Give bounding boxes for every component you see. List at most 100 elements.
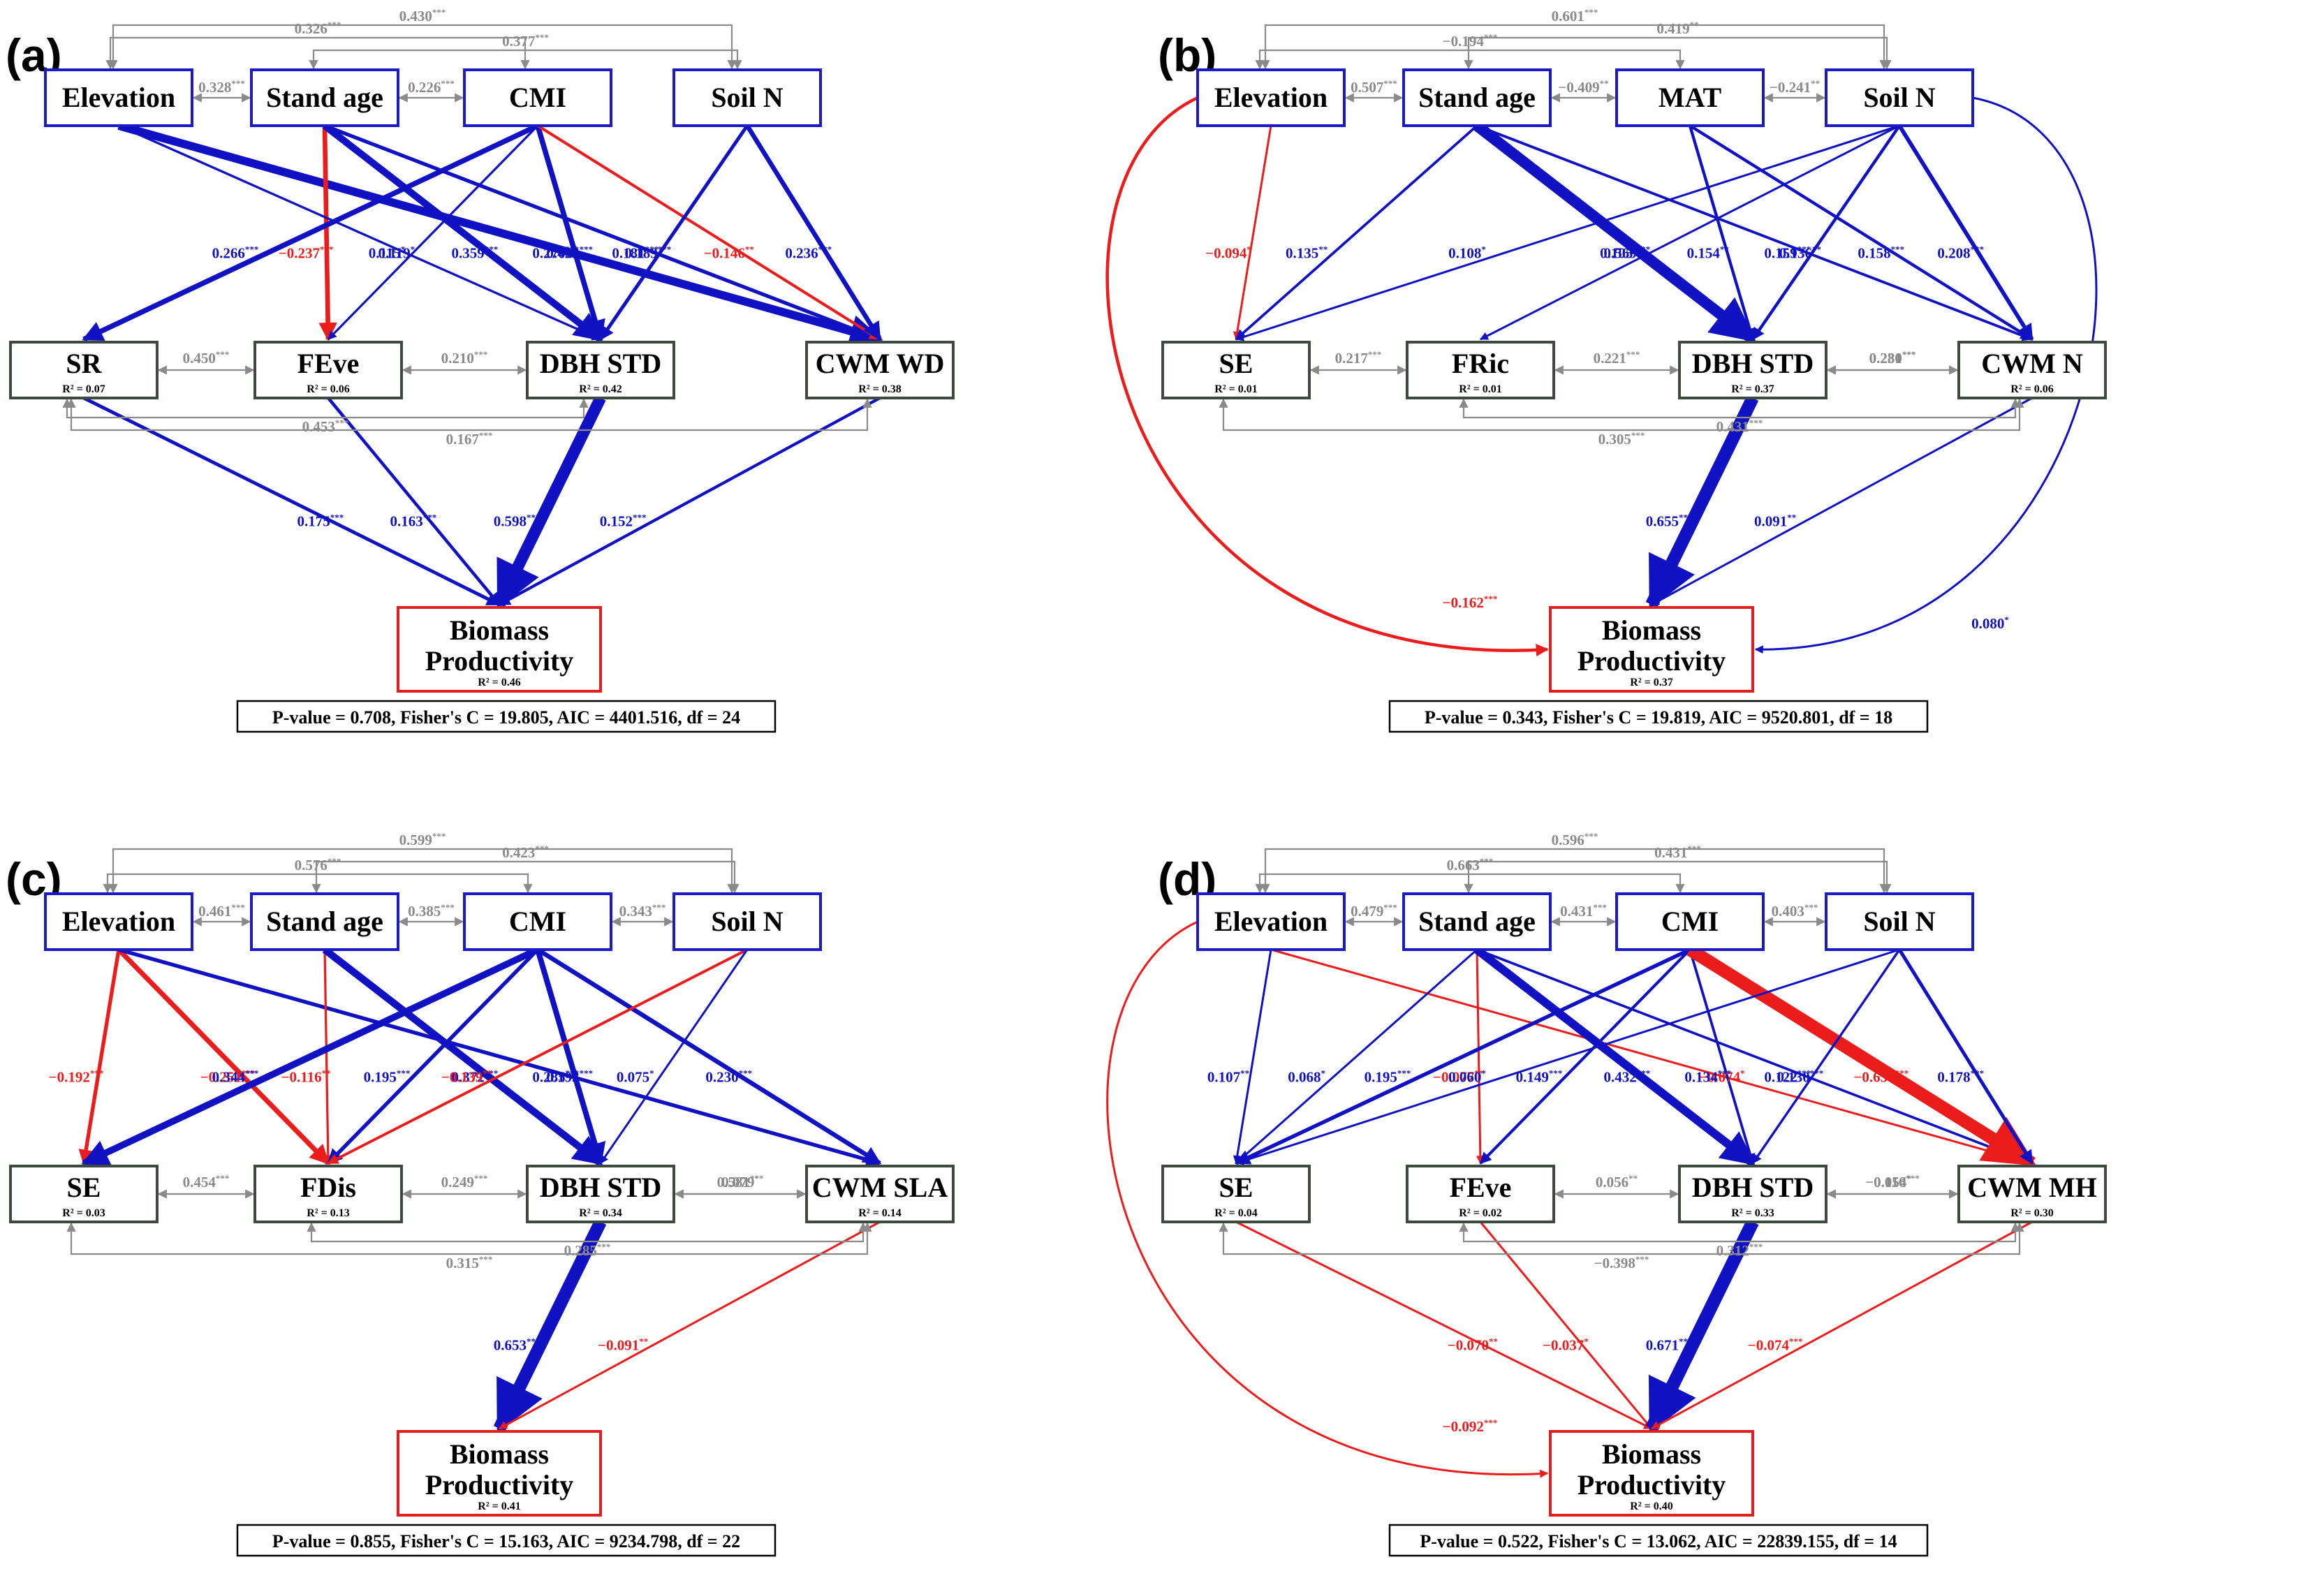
coefficient-layer: 0.479***0.431***0.403***0.663***0.431***… <box>1207 831 1984 1435</box>
node-box <box>526 341 675 399</box>
path-arrow <box>1751 124 1901 341</box>
path-arrow <box>117 121 883 348</box>
node-label: Soil N <box>1863 906 1935 937</box>
node-box <box>463 892 612 951</box>
path-arrow <box>598 124 749 341</box>
path-coefficient: 0.119* <box>378 244 415 262</box>
node-box <box>9 341 159 399</box>
path-arrow <box>327 948 748 1165</box>
node-elevation: Elevation <box>1196 68 1346 127</box>
path-coefficient: 0.136** <box>1779 244 1821 262</box>
node-label: FEve <box>297 348 360 379</box>
node-label: Elevation <box>62 906 175 937</box>
path-coefficient: −0.192*** <box>49 1068 104 1086</box>
node-cmi: CMI <box>463 68 612 127</box>
covariance-label: 0.167*** <box>446 430 493 448</box>
covariance-layer <box>62 24 872 432</box>
node-box <box>397 1430 602 1517</box>
path-coefficient: 0.359*** <box>452 244 499 262</box>
node-label: FDis <box>300 1172 356 1203</box>
node-label: Soil N <box>711 906 783 937</box>
path-arrow <box>118 124 602 341</box>
covariance-arrow <box>1219 398 2024 432</box>
path-coefficient: 0.569*** <box>1604 244 1651 262</box>
fit-text: P-value = 0.855, Fisher's C = 15.163, AI… <box>272 1531 740 1551</box>
node-box <box>253 341 403 399</box>
node-box <box>1615 68 1765 127</box>
covariance-arrow <box>307 1222 868 1243</box>
path-coefficient: −0.070** <box>1448 1336 1498 1354</box>
path-coefficient: 0.154** <box>1687 244 1729 262</box>
fit-statistics: P-value = 0.855, Fisher's C = 15.163, AI… <box>236 1524 777 1557</box>
node-box <box>250 892 399 951</box>
node-r2: R² = 0.38 <box>858 383 901 395</box>
path-arrow <box>327 397 501 606</box>
path-coefficient: −0.139** <box>441 1068 492 1086</box>
covariance-label: −0.241** <box>1770 78 1820 96</box>
node-stand-age: Stand age <box>1402 68 1552 127</box>
path-coefficient: −0.074*** <box>1748 1336 1803 1354</box>
covariance-label: 0.431*** <box>1654 843 1701 861</box>
covariance-label: 0.403*** <box>1772 902 1818 920</box>
path-coefficient: 0.175*** <box>297 513 344 530</box>
covariance-arrow <box>1255 49 1685 70</box>
node-soil-n: Soil N <box>672 892 822 951</box>
node-elevation: Elevation <box>44 68 193 127</box>
node-r2: R² = 0.06 <box>2010 383 2053 395</box>
path-coefficient: 0.105* <box>1600 244 1638 262</box>
covariance-arrow <box>108 24 737 70</box>
path-coefficient: 0.152*** <box>600 513 647 530</box>
path-arrow <box>1235 124 1900 341</box>
path-coefficient: 0.432*** <box>1604 1068 1651 1086</box>
node-box <box>1957 1165 2107 1223</box>
node-soil-n: Soil N <box>1825 892 1974 951</box>
node-label: CWM SLA <box>812 1172 948 1203</box>
node-label: Stand age <box>1418 906 1536 937</box>
covariance-label: 0.221*** <box>1594 349 1640 367</box>
path-coefficient: 0.134*** <box>1684 1068 1731 1086</box>
path-arrow <box>1106 920 1549 1478</box>
node-label: DBH STD <box>1692 1172 1814 1203</box>
covariance-arrow <box>103 873 533 894</box>
path-layer <box>1106 920 2037 1478</box>
node-box <box>1402 892 1552 951</box>
path-coefficient: 0.270*** <box>532 244 579 262</box>
node-label: SR <box>66 348 102 379</box>
path-arrow <box>322 123 603 342</box>
node-box <box>1161 341 1311 399</box>
node-box <box>250 68 399 127</box>
node-box <box>463 68 612 127</box>
node-box <box>1402 68 1552 127</box>
node-box <box>9 1165 159 1223</box>
node-label: FEve <box>1450 1172 1512 1203</box>
node-box <box>1678 1165 1827 1223</box>
path-coefficient: −0.037* <box>1543 1336 1589 1354</box>
path-arrow <box>1235 1221 1653 1430</box>
covariance-label: 0.079* <box>721 1173 759 1190</box>
node-r2: R² = 0.13 <box>307 1207 349 1219</box>
path-coefficient: 0.655*** <box>1646 513 1693 530</box>
path-arrow <box>1897 124 2034 341</box>
covariance-arrow <box>1464 36 1892 70</box>
path-coefficient: 0.115* <box>369 244 406 262</box>
node-label: Stand age <box>1418 82 1536 113</box>
path-coefficient: 0.372*** <box>452 1068 499 1086</box>
path-arrow <box>1650 397 2033 606</box>
covariance-label: 0.430*** <box>399 7 446 24</box>
path-coefficient: −0.074* <box>1699 1068 1745 1086</box>
covariance-arrow <box>311 860 740 894</box>
covariance-arrow <box>1260 24 1889 70</box>
path-coefficient: 0.181*** <box>612 244 659 262</box>
covariance-arrow <box>1464 860 1892 894</box>
node-label: DBH STD <box>1692 348 1814 379</box>
